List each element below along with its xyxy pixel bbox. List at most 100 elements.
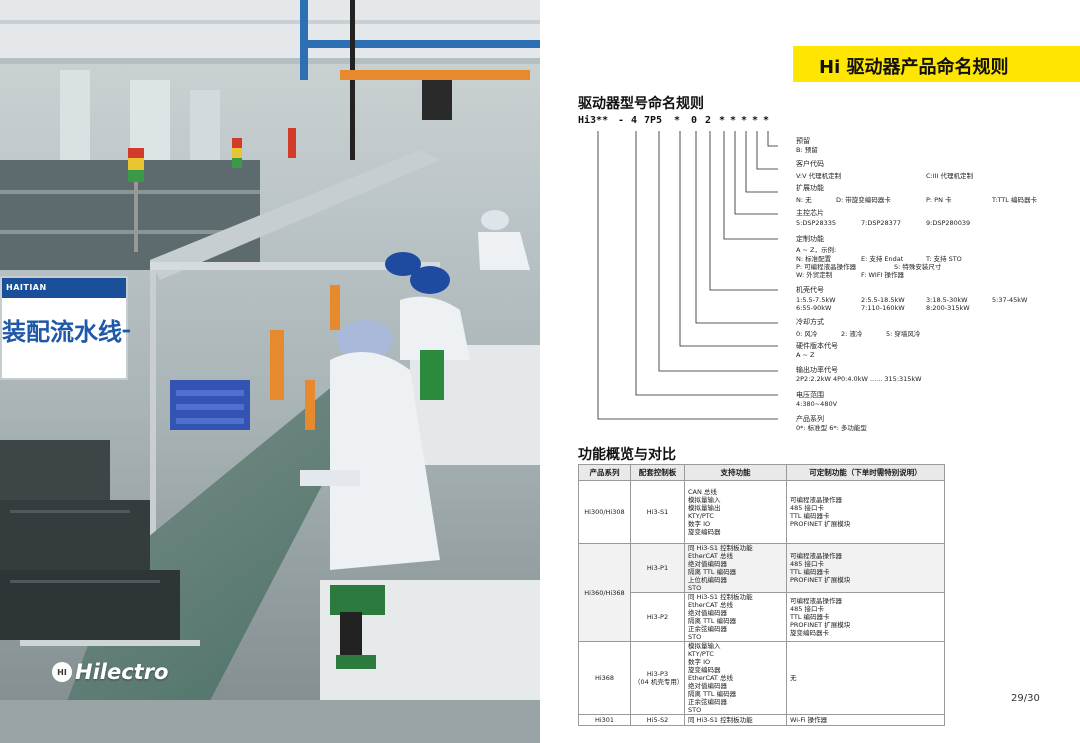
cell-features: 同 Hi3-S1 控制板功能 EtherCAT 总线 绝对值编码器 隔离 TTL… <box>684 543 787 593</box>
field-option: F: WIFI 操作器 <box>861 271 905 279</box>
cell-series: Hi301 <box>578 714 631 726</box>
cell-series: Hi368 <box>578 641 631 715</box>
field-option: 9:DSP280039 <box>926 219 971 227</box>
cell-custom: 可编程液晶操作器 485 接口卡 TTL 编码器卡 PROFINET 扩展模块 <box>786 480 945 544</box>
table-row: Hi3-P2 同 Hi3-S1 控制板功能 EtherCAT 总线 绝对值编码器… <box>579 592 945 642</box>
field-option: T: 支持 STO <box>926 255 962 263</box>
field-option: V:V 代理机定制 <box>796 172 842 180</box>
field-reserved: 预留 B: 预留 <box>796 137 818 155</box>
table-row: Hi368 Hi3-P3 （04 机壳专用） 模拟量输入 KTY/PTC 数字 … <box>578 641 945 715</box>
sign-text: 装配流水线一 <box>2 318 130 346</box>
field-option: 2P2:2.2kW 4P0:4.0kW ...... 315:315kW <box>796 375 922 383</box>
cell-board: Hi3-P3 （04 机壳专用） <box>630 641 685 715</box>
cell-board: Hi3-P2 <box>630 592 685 642</box>
field-custom-function: 定制功能 <box>796 235 824 244</box>
cell-features: 同 Hi3-S1 控制板功能 <box>684 714 787 726</box>
field-customer-code: 客户代码 <box>796 160 824 169</box>
code-segment-custom: * <box>719 115 726 126</box>
code-segment-chip: * <box>730 115 737 126</box>
field-name: 产品系列 <box>796 415 824 423</box>
field-cooling: 冷却方式 <box>796 318 824 327</box>
cell-custom: 无 <box>786 641 945 715</box>
title-banner: Hi 驱动器产品命名规则 <box>793 46 1080 82</box>
header-series: 产品系列 <box>578 464 631 481</box>
field-name: 输出功率代号 <box>796 366 838 374</box>
field-option: N: 无 <box>796 196 812 204</box>
field-option: 4:380~480V <box>796 400 838 408</box>
field-name: 冷却方式 <box>796 318 824 326</box>
field-name: 预留 <box>796 137 810 145</box>
field-option: 7:DSP28377 <box>861 219 902 227</box>
cell-features: CAN 总线 模拟量输入 模拟量输出 KTY/PTC 数字 IO 旋变编码器 <box>684 480 787 544</box>
field-main-chip: 主控芯片 <box>796 209 824 218</box>
field-option: 7:110-160kW <box>861 304 905 312</box>
assembly-line-sign: HAITIAN 装配流水线一 <box>0 276 130 380</box>
cell-board: Hi5-S2 <box>630 714 685 726</box>
cell-features: 同 Hi3-S1 控制板功能 EtherCAT 总线 绝对值编码器 隔离 TTL… <box>684 592 787 642</box>
header-board: 配套控制板 <box>630 464 685 481</box>
page-number: 29/30 <box>1011 693 1040 704</box>
field-option: B: 预留 <box>796 146 818 154</box>
field-option: 2: 液冷 <box>841 330 863 338</box>
field-option: A ~ Z <box>796 351 815 359</box>
table-row: Hi300/Hi308 Hi3-S1 CAN 总线 模拟量输入 模拟量输出 KT… <box>578 480 945 544</box>
field-name: 电压范围 <box>796 391 824 399</box>
document-page: Hi 驱动器产品命名规则 驱动器型号命名规则 Hi3** - 4 7P5 * 0… <box>540 0 1080 743</box>
field-option: C:III 代理机定制 <box>926 172 974 180</box>
header-custom: 可定制功能（下单时需特别说明） <box>786 464 945 481</box>
field-name: 机壳代号 <box>796 286 824 294</box>
code-segment-cooling: 0 <box>691 115 698 126</box>
field-option: P: 可编程液晶操作器 <box>796 263 857 271</box>
cell-custom: 可编程液晶操作器 485 接口卡 TTL 编码器卡 PROFINET 扩展模块 <box>786 543 945 593</box>
section-title-comparison: 功能概览与对比 <box>578 447 676 463</box>
field-option: 6:55-90kW <box>796 304 832 312</box>
naming-connector-lines <box>597 131 778 420</box>
field-output-power: 输出功率代号 2P2:2.2kW 4P0:4.0kW ...... 315:31… <box>796 366 922 384</box>
hilectro-logo-text: Hilectro <box>75 660 169 684</box>
code-segment-voltage: 4 <box>631 115 638 126</box>
table-row: Hi360/Hi368 Hi3-P1 同 Hi3-S1 控制板功能 EtherC… <box>578 543 945 642</box>
field-option: A ~ Z，示例: <box>796 246 837 254</box>
code-segment-dash: - <box>618 115 625 126</box>
table-row: Hi301 Hi5-S2 同 Hi3-S1 控制板功能 Wi-Fi 操作器 <box>578 714 945 726</box>
field-option: 5:37-45kW <box>992 296 1028 304</box>
section-title-naming: 驱动器型号命名规则 <box>578 96 704 112</box>
field-name: 硬件版本代号 <box>796 342 838 350</box>
field-option: 5:DSP28335 <box>796 219 837 227</box>
field-option: D: 带旋变编码器卡 <box>836 196 891 204</box>
header-features: 支持功能 <box>684 464 787 481</box>
cell-series: Hi360/Hi368 <box>578 543 631 642</box>
cell-custom: Wi-Fi 操作器 <box>786 714 945 726</box>
code-segment-reserve: * <box>763 115 770 126</box>
field-name: 客户代码 <box>796 160 824 168</box>
code-segment-power: 7P5 <box>644 115 663 126</box>
cell-features: 模拟量输入 KTY/PTC 数字 IO 旋变编码器 EtherCAT 总线 绝对… <box>684 641 787 715</box>
field-option: 8:200-315kW <box>926 304 970 312</box>
hilectro-logo-mark: HI <box>52 662 72 682</box>
table-header-row: 产品系列 配套控制板 支持功能 可定制功能（下单时需特别说明） <box>578 464 945 481</box>
sign-brand: HAITIAN <box>2 278 126 298</box>
banner-title: Hi 驱动器产品命名规则 <box>819 57 1009 78</box>
code-segment-series: Hi3** <box>578 115 609 126</box>
field-option: 0: 风冷 <box>796 330 818 338</box>
field-product-series: 产品系列 0*: 标准型 6*: 多功能型 <box>796 415 867 433</box>
field-option: N: 标准配置 <box>796 255 832 263</box>
field-name: 定制功能 <box>796 235 824 243</box>
field-option: W: 外贸定制 <box>796 271 833 279</box>
field-option: 1:5.5-7.5kW <box>796 296 836 304</box>
code-segment-client: * <box>752 115 759 126</box>
field-voltage-range: 电压范围 4:380~480V <box>796 391 837 409</box>
field-frame-code: 机壳代号 <box>796 286 824 295</box>
field-option: T:TTL 编码器卡 <box>992 196 1037 204</box>
field-name: 主控芯片 <box>796 209 824 217</box>
code-segment-ext: * <box>741 115 748 126</box>
field-option: P: PN 卡 <box>926 196 952 204</box>
field-option: E: 支持 Endat <box>861 255 904 263</box>
code-segment-frame: 2 <box>705 115 712 126</box>
field-option: 5: 穿墙风冷 <box>886 330 921 338</box>
cell-series: Hi300/Hi308 <box>578 480 631 544</box>
field-extension: 扩展功能 <box>796 184 824 193</box>
field-hardware-version: 硬件版本代号 A ~ Z <box>796 342 838 360</box>
factory-scene <box>0 0 540 743</box>
factory-photo: HAITIAN 装配流水线一 HI Hilectro <box>0 0 540 743</box>
